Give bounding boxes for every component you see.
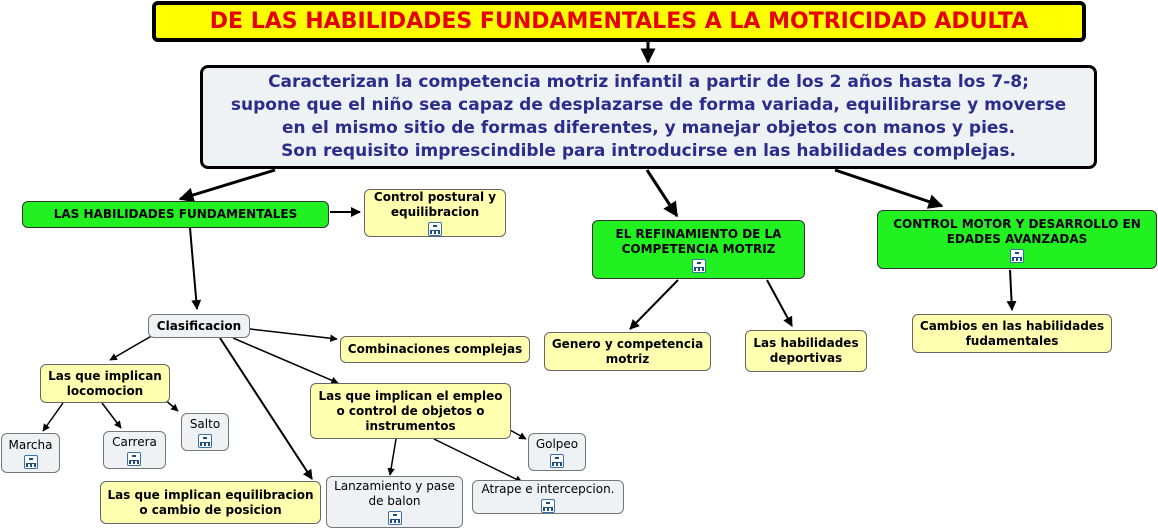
edge-main-controlmotor: [834, 168, 944, 209]
node-atrape-label: Atrape e intercepcion.: [481, 481, 615, 496]
concept-map-icon[interactable]: [541, 498, 555, 513]
node-lanzamiento-label: Lanzamiento y pase de balon: [334, 479, 455, 508]
edge-main-fundamentales: [178, 168, 276, 203]
concept-map-icon[interactable]: [127, 451, 142, 466]
concept-map-icon[interactable]: [197, 433, 212, 448]
node-golpeo[interactable]: Golpeo: [528, 433, 586, 471]
main-description-box: Caracterizan la competencia motriz infan…: [200, 65, 1097, 169]
node-habilidades-fundamentales-label: LAS HABILIDADES FUNDAMENTALES: [53, 207, 298, 221]
diagram-title-text: DE LAS HABILIDADES FUNDAMENTALES A LA MO…: [209, 9, 1029, 34]
node-locomocion-label: Las que implican locomocion: [48, 368, 162, 398]
node-combinaciones[interactable]: Combinaciones complejas: [340, 336, 530, 363]
node-salto[interactable]: Salto: [181, 413, 229, 451]
main-line-4: Son requisito imprescindible para introd…: [281, 141, 1016, 161]
node-equilibracion-label: Las que implican equilibracion o cambio …: [107, 487, 314, 517]
concept-map-icon[interactable]: [428, 222, 442, 236]
diagram-title: DE LAS HABILIDADES FUNDAMENTALES A LA MO…: [152, 1, 1086, 42]
node-locomocion[interactable]: Las que implican locomocion: [40, 364, 170, 403]
node-habilidades-deportivas-label: Las habilidades deportivas: [753, 336, 859, 365]
main-line-3: en el mismo sitio de formas diferentes, …: [281, 118, 1016, 138]
edge-locomocion-marcha: [42, 402, 64, 432]
edge-refinamiento-genero: [629, 279, 679, 330]
node-control-postural-label: Control postural y equilibracion: [373, 190, 497, 219]
node-clasificacion[interactable]: Clasificacion: [148, 314, 250, 338]
node-habilidades-fundamentales[interactable]: LAS HABILIDADES FUNDAMENTALES: [22, 201, 329, 228]
edge-clasificacion-objetos: [232, 337, 339, 384]
node-clasificacion-label: Clasificacion: [156, 318, 242, 333]
node-genero-label: Genero y competencia motriz: [551, 336, 704, 366]
edge-objetos-atrape: [433, 438, 523, 483]
node-control-motor-label: CONTROL MOTOR Y DESARROLLO EN EDADES AVA…: [893, 216, 1141, 246]
node-atrape[interactable]: Atrape e intercepcion.: [472, 480, 624, 514]
concept-map-icon[interactable]: [1010, 248, 1024, 263]
edge-clasificacion-locomocion: [109, 333, 156, 361]
node-genero[interactable]: Genero y competencia motriz: [544, 332, 711, 371]
main-line-1: Caracterizan la competencia motriz infan…: [268, 72, 1029, 92]
node-refinamiento-label: EL REFINAMIENTO DE LA COMPETENCIA MOTRIZ: [615, 226, 782, 256]
node-equilibracion[interactable]: Las que implican equilibracion o cambio …: [100, 481, 321, 524]
edge-controlmotor-cambios: [1006, 269, 1017, 311]
edge-fundamentales-clasificacion: [189, 227, 202, 310]
node-marcha[interactable]: Marcha: [1, 433, 60, 473]
node-lanzamiento[interactable]: Lanzamiento y pase de balon: [326, 476, 463, 528]
edge-locomocion-carrera: [101, 402, 122, 429]
concept-map-icon[interactable]: [691, 258, 706, 273]
edge-refinamiento-deportivas: [766, 279, 793, 327]
node-control-motor[interactable]: CONTROL MOTOR Y DESARROLLO EN EDADES AVA…: [877, 210, 1157, 269]
node-cambios-label: Cambios en las habilidades fudamentales: [919, 318, 1105, 348]
node-combinaciones-label: Combinaciones complejas: [347, 342, 523, 356]
concept-map-icon[interactable]: [387, 511, 402, 525]
node-control-postural[interactable]: Control postural y equilibracion: [364, 189, 506, 237]
concept-map-icon[interactable]: [549, 453, 564, 468]
main-line-2: supone que el niño sea capaz de desplaza…: [230, 95, 1067, 115]
node-golpeo-label: Golpeo: [535, 436, 579, 451]
node-cambios[interactable]: Cambios en las habilidades fudamentales: [912, 314, 1112, 353]
node-carrera-label: Carrera: [112, 434, 157, 449]
node-objetos-label: Las que implican el empleo o control de …: [318, 388, 503, 433]
edge-objetos-golpeo: [509, 429, 527, 440]
node-carrera[interactable]: Carrera: [103, 431, 166, 469]
edge-clasificacion-equilibracion: [219, 337, 313, 480]
concept-map-icon[interactable]: [23, 454, 38, 469]
node-habilidades-deportivas[interactable]: Las habilidades deportivas: [745, 330, 867, 372]
node-refinamiento[interactable]: EL REFINAMIENTO DE LA COMPETENCIA MOTRIZ: [592, 220, 805, 279]
edge-objetos-lanzamiento: [387, 438, 397, 476]
node-objetos[interactable]: Las que implican el empleo o control de …: [310, 383, 511, 439]
edge-main-refinamiento: [645, 169, 679, 218]
edge-clasificacion-combinaciones: [249, 328, 338, 342]
node-marcha-label: Marcha: [8, 437, 53, 452]
node-salto-label: Salto: [189, 416, 221, 431]
